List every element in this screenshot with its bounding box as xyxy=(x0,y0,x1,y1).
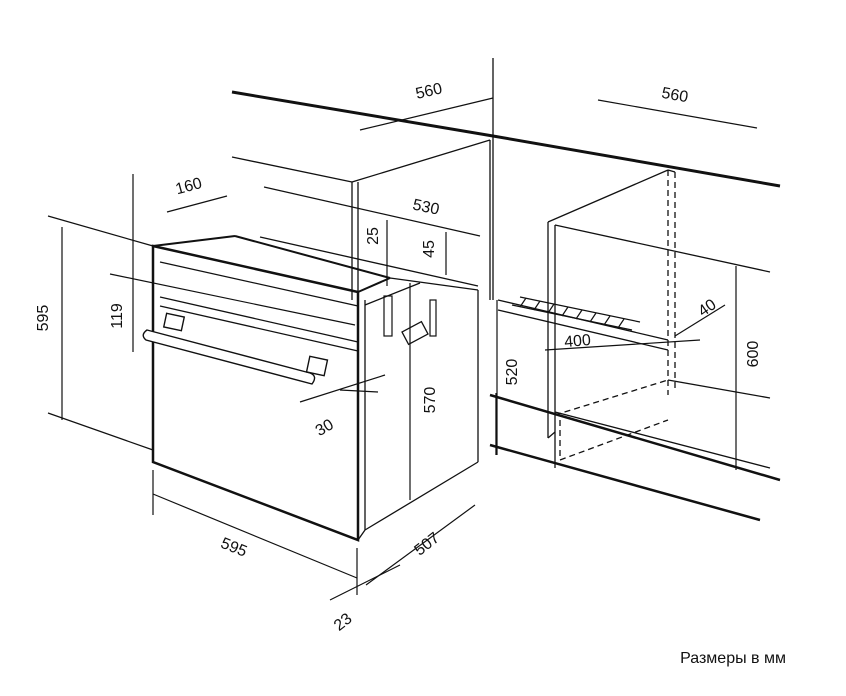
dim-595-height: 595 xyxy=(35,305,52,332)
dim-595-width: 595 xyxy=(218,535,249,561)
dim-119: 119 xyxy=(109,303,126,329)
dim-400: 400 xyxy=(564,332,592,351)
dim-40: 40 xyxy=(695,296,719,320)
dim-560-right: 560 xyxy=(660,85,689,106)
dim-507: 507 xyxy=(411,529,443,559)
dim-45: 45 xyxy=(421,240,438,258)
oven-handle xyxy=(142,312,329,385)
dim-23: 23 xyxy=(331,610,356,634)
cabinet-lines xyxy=(231,58,781,522)
dim-520: 520 xyxy=(504,359,521,386)
units-note: Размеры в мм xyxy=(680,650,786,667)
dim-25: 25 xyxy=(365,227,382,245)
oven-body xyxy=(151,235,479,542)
dim-570: 570 xyxy=(422,387,439,414)
dim-560-left: 560 xyxy=(414,80,444,103)
dim-530: 530 xyxy=(411,197,441,219)
dim-160: 160 xyxy=(174,175,204,198)
dimension-lines xyxy=(47,97,758,601)
ventilation-grille xyxy=(511,296,641,331)
dim-600: 600 xyxy=(745,341,762,368)
dim-30: 30 xyxy=(313,416,337,440)
